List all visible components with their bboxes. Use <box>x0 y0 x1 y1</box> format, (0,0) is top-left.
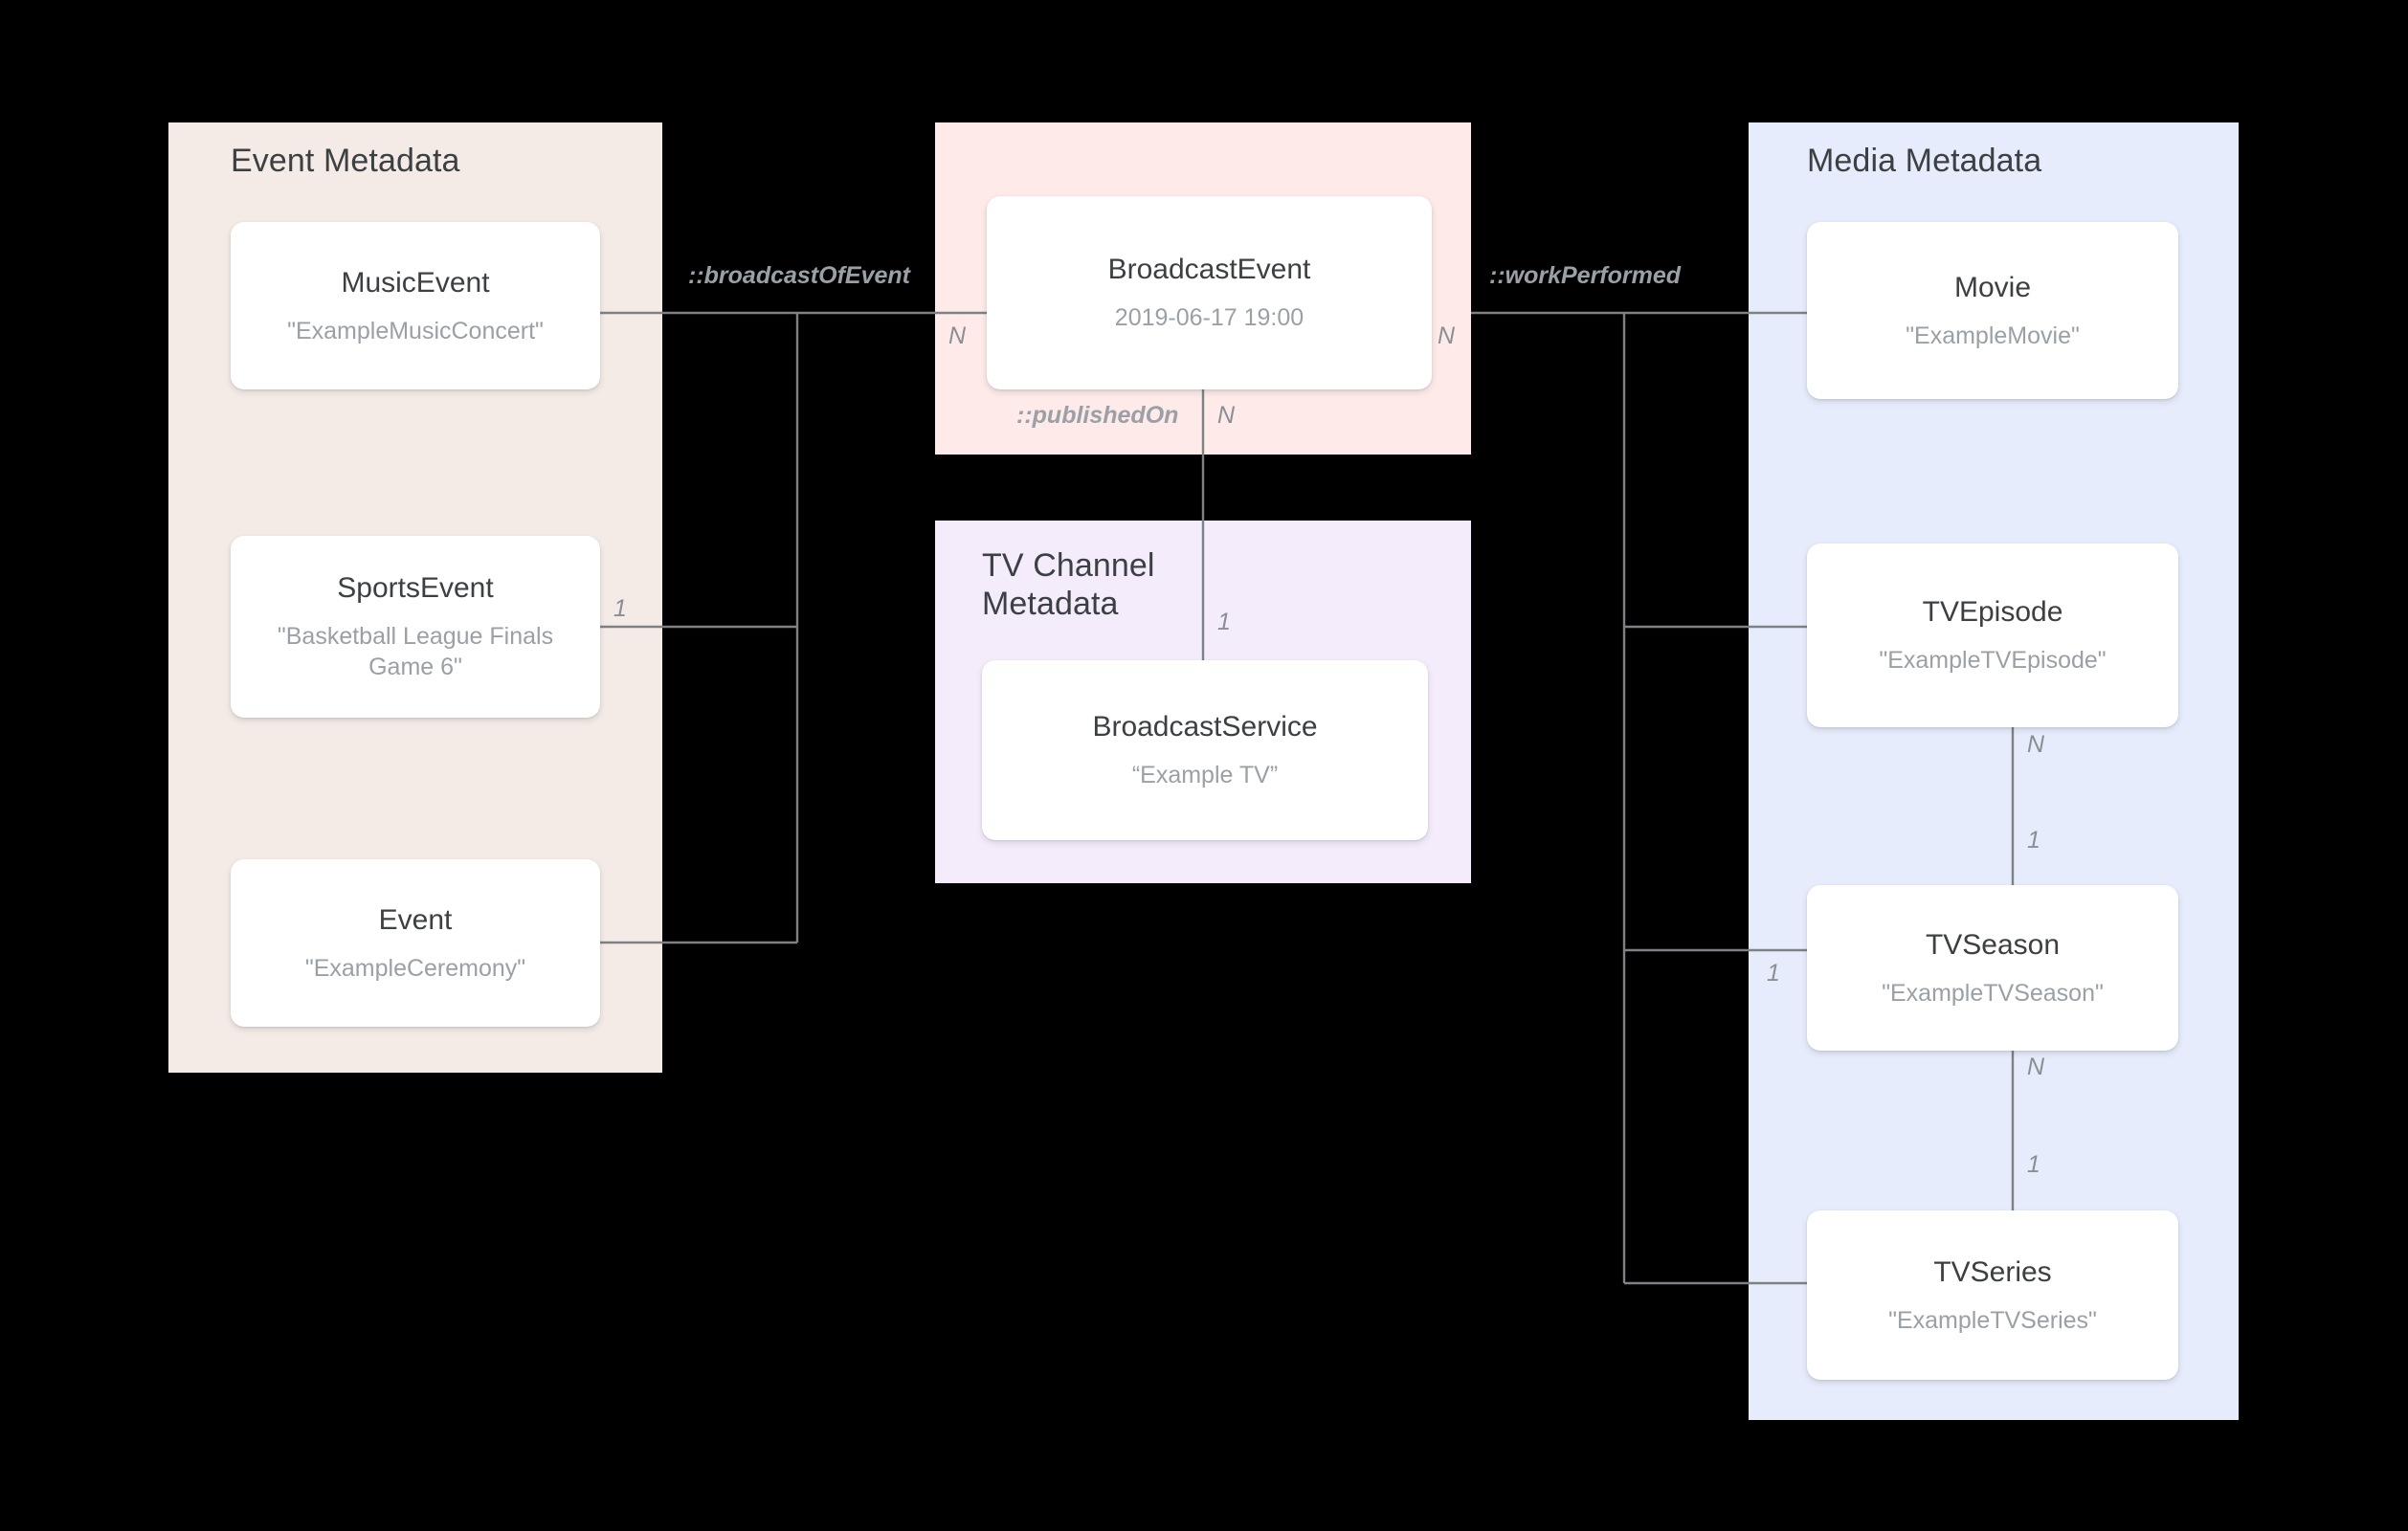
card-tv-series-subtitle: "ExampleTVSeries" <box>1888 1306 2097 1334</box>
cardinality-sports-event-one: 1 <box>613 595 627 622</box>
cardinality-episode-n: N <box>2027 731 2045 758</box>
card-movie-subtitle: "ExampleMovie" <box>1906 322 2080 349</box>
card-tv-season-subtitle: "ExampleTVSeason" <box>1882 979 2104 1007</box>
card-tv-episode-title: TVEpisode <box>1922 596 2063 628</box>
edge-label-work-performed: ::workPerformed <box>1489 262 1682 289</box>
card-tv-episode-subtitle: "ExampleTVEpisode" <box>1879 647 2107 674</box>
panel-media-metadata-title: Media Metadata <box>1807 143 2042 179</box>
card-tv-episode[interactable]: TVEpisode "ExampleTVEpisode" <box>1807 544 2178 727</box>
panel-tv-channel-metadata-title: TV Channel Metadata <box>982 547 1155 623</box>
card-sports-event[interactable]: SportsEvent "Basketball League Finals Ga… <box>231 536 600 718</box>
card-broadcast-event-title: BroadcastEvent <box>1107 254 1311 285</box>
card-event-subtitle: "ExampleCeremony" <box>304 954 526 982</box>
edge-label-broadcast-of-event: ::broadcastOfEvent <box>688 262 910 289</box>
card-tv-series-title: TVSeries <box>1933 1255 2052 1288</box>
card-broadcast-event[interactable]: BroadcastEvent 2019-06-17 19:00 <box>987 196 1432 389</box>
card-event-title: Event <box>378 903 453 936</box>
card-broadcast-service-title: BroadcastService <box>1092 711 1318 743</box>
cardinality-published-on-n: N <box>1217 402 1236 429</box>
cardinality-season-one-from-episode: 1 <box>2027 827 2040 854</box>
card-music-event-title: MusicEvent <box>341 266 490 299</box>
edge-label-published-on: ::publishedOn <box>1016 402 1179 429</box>
cardinality-series-one: 1 <box>2027 1151 2040 1178</box>
card-broadcast-service-subtitle: “Example TV” <box>1131 762 1279 788</box>
card-tv-series[interactable]: TVSeries "ExampleTVSeries" <box>1807 1210 2178 1380</box>
cardinality-broadcast-event-left-n: N <box>948 322 967 349</box>
cardinality-broadcast-service-one: 1 <box>1217 609 1231 635</box>
cardinality-broadcast-event-right-n: N <box>1438 322 1456 349</box>
cardinality-season-one-from-trunk: 1 <box>1767 960 1780 987</box>
card-music-event-subtitle: "ExampleMusicConcert" <box>287 317 544 344</box>
panel-event-metadata-title: Event Metadata <box>231 143 460 179</box>
cardinality-season-n: N <box>2027 1054 2045 1080</box>
card-sports-event-title: SportsEvent <box>337 572 494 604</box>
card-sports-event-subtitle: "Basketball League Finals Game 6" <box>277 623 554 680</box>
card-broadcast-event-subtitle: 2019-06-17 19:00 <box>1114 304 1304 331</box>
card-broadcast-service[interactable]: BroadcastService “Example TV” <box>982 660 1428 840</box>
card-event[interactable]: Event "ExampleCeremony" <box>231 859 600 1027</box>
card-tv-season-title: TVSeason <box>1925 928 2061 961</box>
card-movie[interactable]: Movie "ExampleMovie" <box>1807 222 2178 399</box>
card-movie-title: Movie <box>1953 271 2032 303</box>
card-tv-season[interactable]: TVSeason "ExampleTVSeason" <box>1807 885 2178 1051</box>
card-music-event[interactable]: MusicEvent "ExampleMusicConcert" <box>231 222 600 389</box>
